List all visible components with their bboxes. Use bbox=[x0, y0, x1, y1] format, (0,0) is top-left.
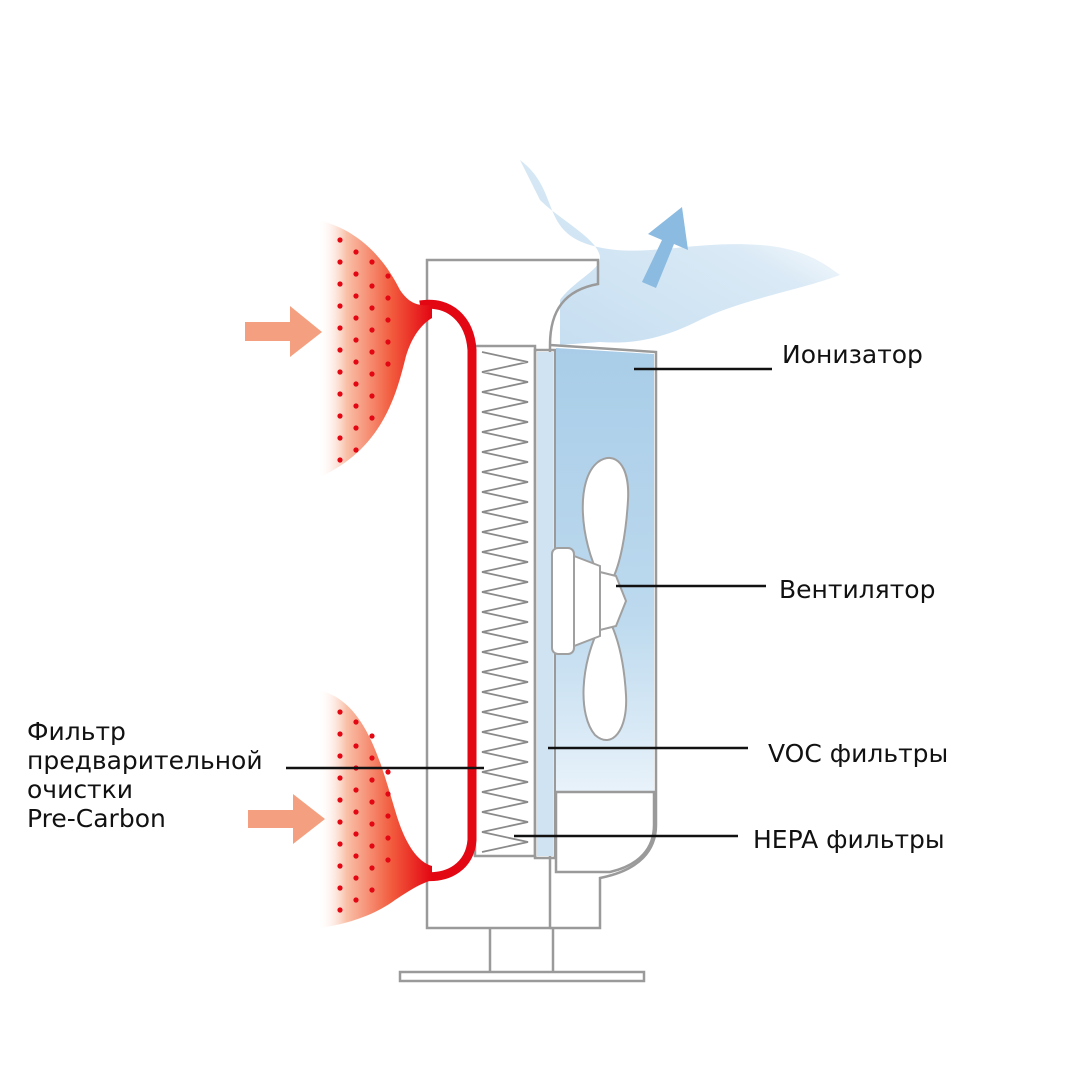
leader-lines bbox=[286, 367, 772, 838]
polluted-air-intake-bottom bbox=[318, 690, 432, 928]
outflow-arrow-icon bbox=[642, 207, 688, 288]
pre-filter-label: Фильтр предварительной очистки Pre-Carbo… bbox=[27, 717, 263, 833]
ionizer-label: Ионизатор bbox=[782, 340, 923, 369]
hepa-filter-pleats bbox=[481, 351, 529, 853]
fan bbox=[551, 456, 630, 741]
fan-label: Вентилятор bbox=[779, 575, 936, 604]
pre-carbon-filter bbox=[419, 299, 477, 882]
intake-arrow-bottom-icon bbox=[248, 794, 325, 844]
pre-filter-label-line: Pre-Carbon bbox=[27, 804, 166, 833]
hepa-filter-label: HEPA фильтры bbox=[753, 825, 945, 854]
pre-filter-label-line: очистки bbox=[27, 775, 133, 804]
voc-filter-label: VOC фильтры bbox=[768, 739, 949, 768]
pre-filter-label-line: предварительной bbox=[27, 746, 263, 775]
pre-filter-label-line: Фильтр bbox=[27, 717, 126, 746]
clean-air-outflow bbox=[520, 160, 840, 345]
dust-particles bbox=[337, 237, 391, 913]
intake-arrow-top-icon bbox=[245, 306, 322, 357]
polluted-air-intake-top bbox=[318, 220, 432, 478]
